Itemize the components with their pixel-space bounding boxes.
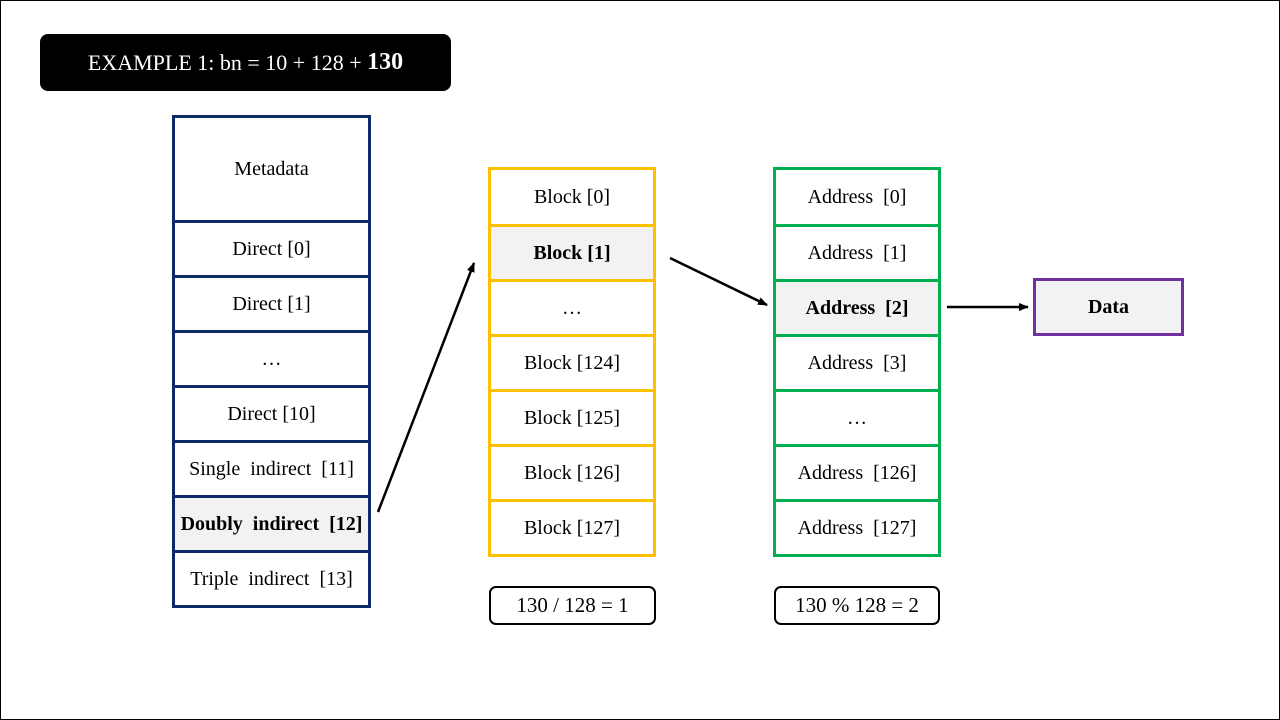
- address-cell: Address [1]: [776, 224, 938, 279]
- block-index-calculation: 130 / 128 = 1: [489, 586, 656, 625]
- address-cell: …: [776, 389, 938, 444]
- example-title: EXAMPLE 1: bn = 10 + 128 + 130: [40, 34, 451, 91]
- arrow-doubly-indirect-to-blocks: [376, 262, 476, 513]
- block-cell: Block [124]: [491, 334, 653, 389]
- address-cell: Address [2]: [776, 279, 938, 334]
- title-bold-value: 130: [367, 49, 404, 75]
- address-cell: Address [0]: [776, 170, 938, 224]
- address-index-calculation: 130 % 128 = 2: [774, 586, 940, 625]
- inode-cell: Direct [0]: [175, 220, 368, 275]
- inode-cell: Triple indirect [13]: [175, 550, 368, 605]
- address-cell: Address [127]: [776, 499, 938, 554]
- block-cell: …: [491, 279, 653, 334]
- address-cell: Address [126]: [776, 444, 938, 499]
- inode-cell: Direct [1]: [175, 275, 368, 330]
- inode-cell: Direct [10]: [175, 385, 368, 440]
- inode-cell: Metadata: [175, 118, 368, 220]
- indirect-block-table: Block [0]Block [1]…Block [124]Block [125…: [488, 167, 656, 557]
- inode-cell: Doubly indirect [12]: [175, 495, 368, 550]
- address-block-table: Address [0]Address [1]Address [2]Address…: [773, 167, 941, 557]
- block-cell: Block [127]: [491, 499, 653, 554]
- block-cell: Block [125]: [491, 389, 653, 444]
- arrow-block1-to-addresses: [669, 256, 768, 307]
- block-cell: Block [1]: [491, 224, 653, 279]
- block-cell: Block [126]: [491, 444, 653, 499]
- block-cell: Block [0]: [491, 170, 653, 224]
- data-block: Data: [1033, 278, 1184, 336]
- inode-cell: Single indirect [11]: [175, 440, 368, 495]
- address-cell: Address [3]: [776, 334, 938, 389]
- title-prefix: EXAMPLE 1: bn = 10 + 128 +: [87, 49, 368, 75]
- inode-cell: …: [175, 330, 368, 385]
